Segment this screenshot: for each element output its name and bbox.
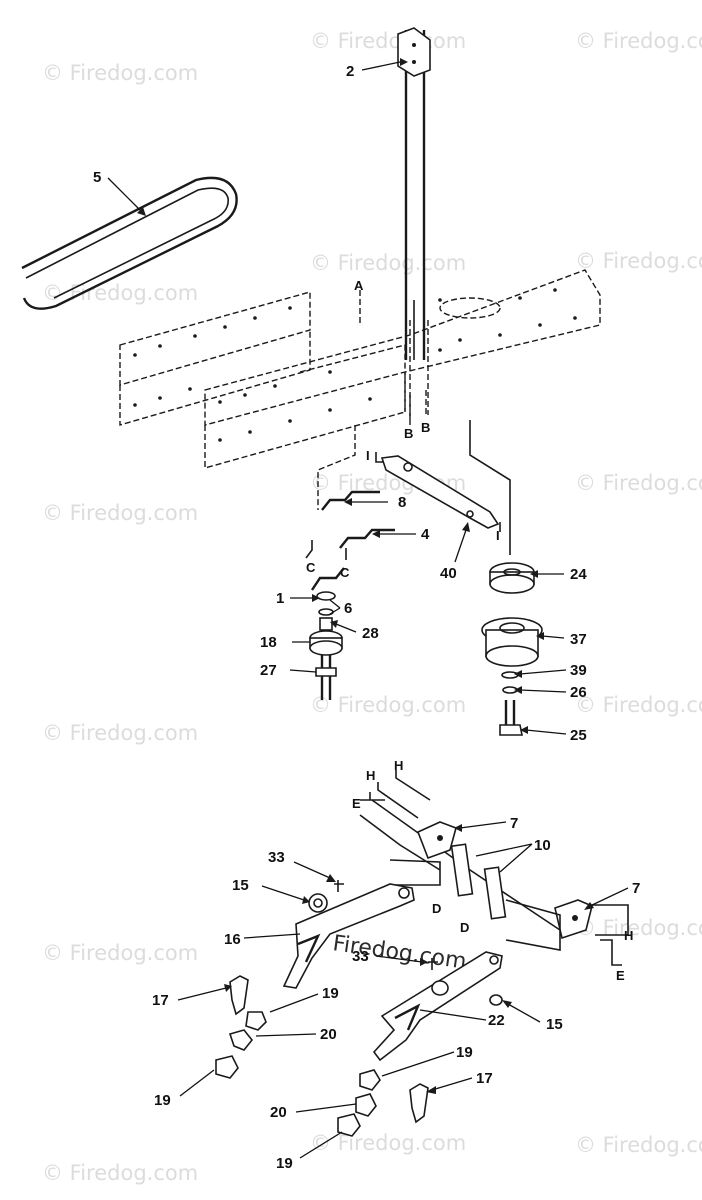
watermark-text: © Firedog.com [42, 1161, 198, 1185]
part-label: 19 [276, 1155, 293, 1172]
frame [119, 269, 601, 469]
hardware [215, 880, 503, 1137]
watermark-text: © Firedog.com [310, 251, 466, 275]
part-label: 19 [456, 1044, 473, 1061]
ref-letter: H [624, 928, 633, 943]
part-label: 15 [546, 1016, 563, 1033]
part-label: 10 [534, 837, 551, 854]
part-label: 7 [510, 815, 518, 832]
drive-belt [21, 176, 238, 310]
part-label: 20 [270, 1104, 287, 1121]
bracket-40 [375, 452, 501, 532]
part-label: 17 [476, 1070, 493, 1087]
ref-letter: A [354, 278, 364, 293]
watermark-text: © Firedog.com [575, 916, 702, 940]
ref-letter: D [460, 920, 469, 935]
part-label: 20 [320, 1026, 337, 1043]
pulley-right [481, 562, 543, 736]
ref-letter: E [616, 968, 625, 983]
part-label: 17 [152, 992, 169, 1009]
part-label: 1 [276, 590, 284, 607]
part-labels: 2 5 8 4 40 24 1 6 28 37 18 27 39 26 25 7… [93, 63, 640, 1172]
watermark-text: © Firedog.com [42, 941, 198, 965]
watermark-text: © Firedog.com [310, 1131, 466, 1155]
watermark-text: © Firedog.com [310, 29, 466, 53]
watermark-text: © Firedog.com [575, 471, 702, 495]
reference-lines [317, 290, 511, 555]
watermark-text: © Firedog.com [575, 1133, 702, 1157]
part-label: 37 [570, 631, 587, 648]
watermarks: © Firedog.com © Firedog.com © Firedog.co… [42, 29, 702, 1185]
reference-letters: A B B C C D D E E H H H I I [306, 278, 633, 983]
lower-linkage [359, 770, 629, 966]
part-label: 24 [570, 566, 587, 583]
ref-letter: B [404, 426, 413, 441]
watermark-text: © Firedog.com [42, 721, 198, 745]
watermark-text: © Firedog.com [575, 249, 702, 273]
watermark-text: © Firedog.com [575, 693, 702, 717]
part-label: 8 [398, 494, 406, 511]
part-label: 33 [268, 849, 285, 866]
steering-shaft [397, 27, 431, 360]
watermark-text: © Firedog.com [575, 29, 702, 53]
part-label: 27 [260, 662, 277, 679]
part-label: 19 [154, 1092, 171, 1109]
part-label: 40 [440, 565, 457, 582]
part-label: 7 [632, 880, 640, 897]
part-label: 28 [362, 625, 379, 642]
part-label: 26 [570, 684, 587, 701]
ref-letter: I [366, 448, 370, 463]
part-label: 22 [488, 1012, 505, 1029]
ref-letter: E [352, 796, 361, 811]
ref-letter: D [432, 901, 441, 916]
part-label: 2 [346, 63, 354, 80]
ref-letter: C [306, 560, 316, 575]
idler-left [309, 591, 343, 700]
part-label: 18 [260, 634, 277, 651]
leader-lines [107, 58, 629, 1159]
ref-letter: B [421, 420, 430, 435]
ref-letter: I [496, 528, 500, 543]
part-label: 15 [232, 877, 249, 894]
part-label: 39 [570, 662, 587, 679]
part-label: 16 [224, 931, 241, 948]
arm-16 [282, 883, 415, 989]
part-label: 6 [344, 600, 352, 617]
part-label: 4 [421, 526, 430, 543]
links [305, 490, 395, 591]
part-label: 19 [322, 985, 339, 1002]
arm-22 [372, 951, 503, 1062]
ref-letter: C [340, 565, 350, 580]
ref-letter: H [394, 758, 403, 773]
part-label: 25 [570, 727, 587, 744]
ref-letter: H [366, 768, 375, 783]
watermark-text: © Firedog.com [42, 501, 198, 525]
part-label: 33 [352, 948, 369, 965]
part-label: 5 [93, 169, 101, 186]
watermark-text: © Firedog.com [42, 61, 198, 85]
watermark-text: © Firedog.com [310, 693, 466, 717]
